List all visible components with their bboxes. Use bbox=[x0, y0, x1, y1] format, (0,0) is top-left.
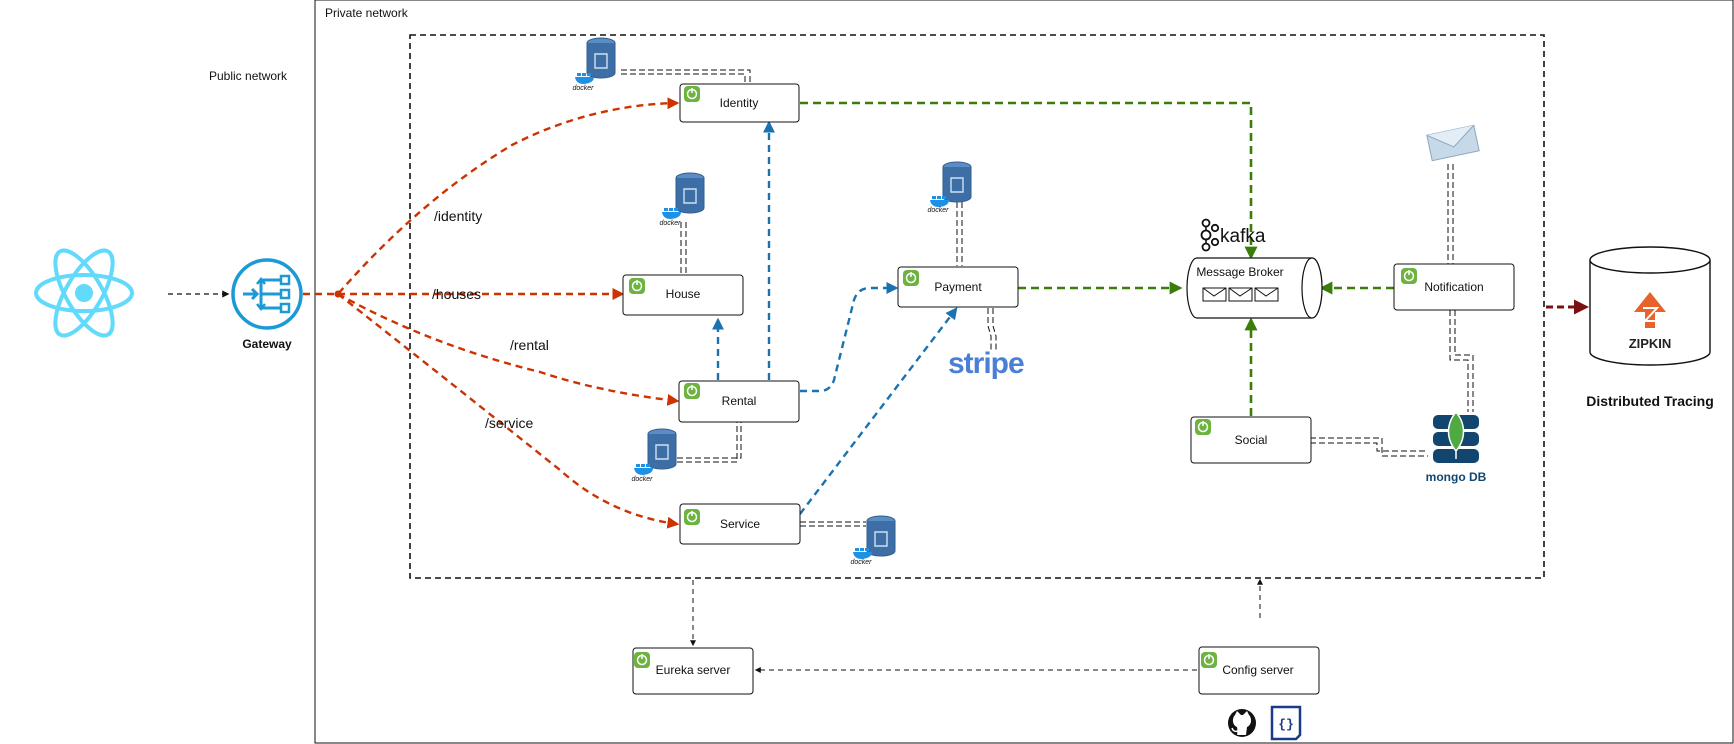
payment-database-icon bbox=[942, 161, 972, 203]
social-service-label: Social bbox=[1235, 433, 1268, 447]
eureka-server-label: Eureka server bbox=[656, 663, 731, 677]
zipkin-label: ZIPKIN bbox=[1629, 336, 1672, 351]
notification-service[interactable]: Notification bbox=[1393, 263, 1515, 311]
public-network-label: Public network bbox=[209, 69, 288, 83]
identity-docker-icon bbox=[575, 73, 594, 84]
house-database-icon bbox=[675, 172, 705, 214]
service-service[interactable]: Service bbox=[679, 503, 801, 545]
config-server[interactable]: Config server bbox=[1198, 646, 1320, 695]
spring-icon bbox=[1195, 419, 1211, 435]
payment-service-label: Payment bbox=[934, 280, 982, 294]
github-icon bbox=[1228, 709, 1256, 737]
spring-icon bbox=[634, 652, 650, 668]
rental-docker-label: docker bbox=[631, 476, 653, 483]
mongodb-label: mongo DB bbox=[1426, 470, 1487, 484]
spring-icon bbox=[903, 270, 919, 286]
spring-icon bbox=[684, 509, 700, 525]
email-icon bbox=[1426, 124, 1480, 162]
payment-docker-label: docker bbox=[927, 207, 949, 214]
internal-calls bbox=[712, 120, 958, 515]
private-network-boundary bbox=[314, 0, 1734, 744]
service-database-icon bbox=[866, 515, 896, 557]
service-to-payment-arrow bbox=[799, 307, 958, 515]
payment-docker-icon bbox=[930, 196, 949, 207]
identity-docker-label: docker bbox=[572, 85, 594, 92]
spring-icon bbox=[629, 278, 645, 294]
datastore-connectors bbox=[621, 69, 1474, 527]
distributed-tracing-label: Distributed Tracing bbox=[1586, 393, 1714, 409]
gateway-icon bbox=[231, 258, 303, 330]
identity-service-label: Identity bbox=[720, 96, 759, 110]
spring-icon bbox=[1401, 268, 1417, 284]
route-label-service: /service bbox=[485, 415, 533, 431]
route-to-service bbox=[337, 293, 680, 529]
svg-text:{}: {} bbox=[1278, 717, 1294, 732]
house-docker-label: docker bbox=[659, 220, 681, 227]
identity-to-broker-arrow bbox=[800, 101, 1258, 260]
service-docker-icon bbox=[853, 548, 872, 559]
route-label-identity: /identity bbox=[434, 208, 482, 224]
spring-icon bbox=[1201, 652, 1217, 668]
rental-service-label: Rental bbox=[722, 394, 757, 408]
stripe-logo: stripe bbox=[948, 347, 1024, 380]
route-to-identity bbox=[303, 97, 680, 296]
rental-database-icon bbox=[647, 428, 677, 470]
identity-database-icon bbox=[586, 37, 616, 79]
rental-service[interactable]: Rental bbox=[678, 380, 800, 423]
route-label-houses: /houses bbox=[432, 286, 481, 302]
message-broker[interactable]: Message Broker bbox=[1186, 257, 1323, 319]
private-network-label: Private network bbox=[325, 6, 409, 20]
rental-docker-icon bbox=[634, 464, 653, 475]
spring-icon bbox=[684, 86, 700, 102]
spring-icon bbox=[684, 383, 700, 399]
gateway-label: Gateway bbox=[242, 337, 292, 351]
route-label-rental: /rental bbox=[510, 337, 549, 353]
rental-to-payment-arrow bbox=[800, 282, 899, 393]
route-to-rental bbox=[337, 292, 680, 406]
notification-service-label: Notification bbox=[1424, 280, 1483, 294]
identity-service[interactable]: Identity bbox=[679, 83, 800, 123]
eureka-server[interactable]: Eureka server bbox=[632, 647, 754, 695]
mongodb-icon bbox=[1433, 410, 1479, 463]
json-config-icon: {} bbox=[1270, 705, 1302, 741]
message-envelope-icons bbox=[1202, 287, 1279, 302]
house-service-label: House bbox=[666, 287, 701, 301]
service-docker-label: docker bbox=[850, 559, 872, 566]
zipkin-logo-icon bbox=[1634, 292, 1666, 328]
social-service[interactable]: Social bbox=[1190, 416, 1312, 464]
route-junction bbox=[334, 290, 342, 298]
event-flows bbox=[800, 101, 1394, 416]
services-cluster-boundary bbox=[409, 34, 1545, 579]
message-broker-label: Message Broker bbox=[1196, 265, 1283, 279]
payment-service[interactable]: Payment bbox=[897, 266, 1019, 308]
service-service-label: Service bbox=[720, 517, 760, 531]
config-server-label: Config server bbox=[1222, 663, 1293, 677]
zipkin-datastore: ZIPKIN bbox=[1589, 246, 1711, 366]
house-service[interactable]: House bbox=[622, 274, 744, 316]
house-docker-icon bbox=[662, 208, 681, 219]
kafka-logo-text: kafka bbox=[1220, 226, 1266, 247]
react-client-icon bbox=[34, 248, 134, 338]
gateway-routes bbox=[303, 97, 680, 529]
kafka-logo-icon bbox=[1200, 218, 1220, 252]
